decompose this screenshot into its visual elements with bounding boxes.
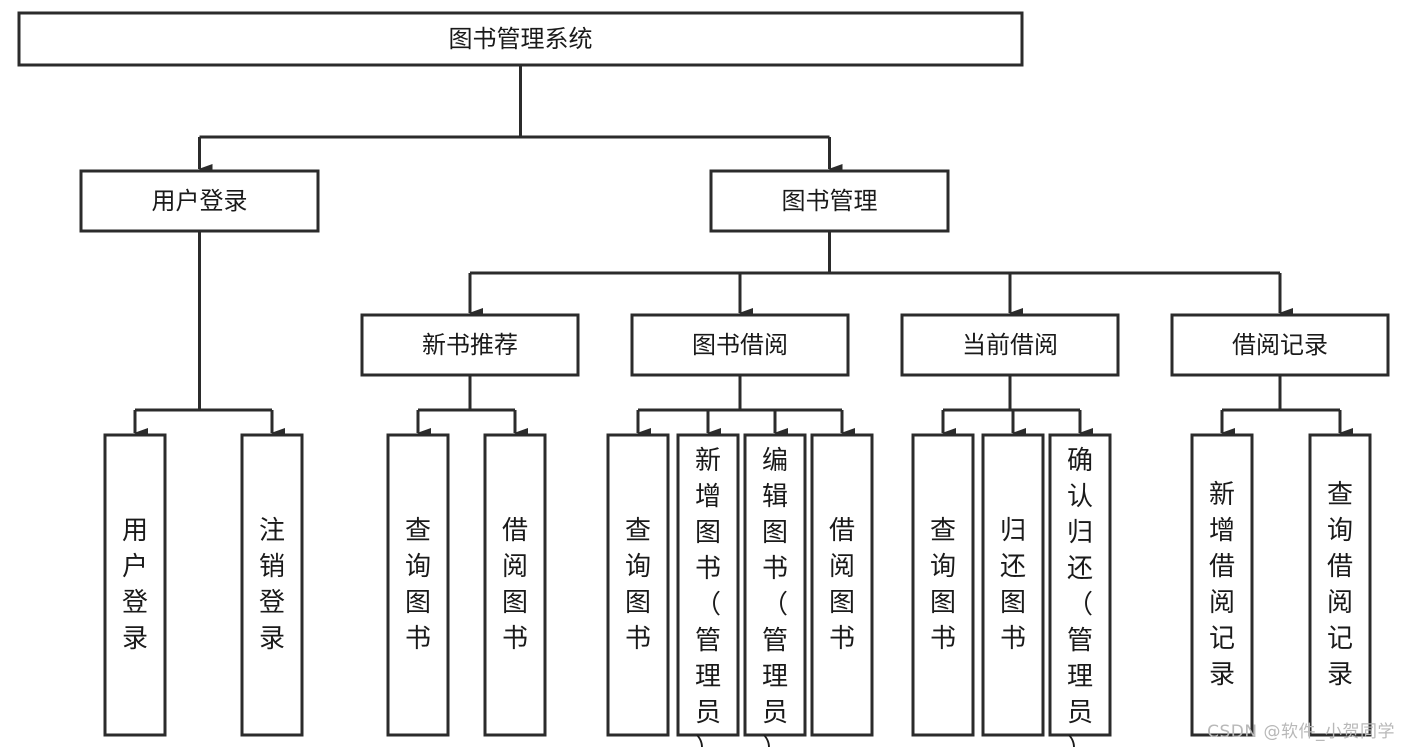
node-level2-0-label: 用户登录 — [152, 187, 248, 215]
leaf-node-3[interactable] — [483, 433, 547, 737]
leaf-node-10[interactable] — [1048, 433, 1112, 737]
node-level3-1[interactable] — [630, 313, 850, 377]
node-level3-3[interactable] — [1170, 313, 1390, 377]
node-level3-0[interactable] — [360, 313, 580, 377]
node-root[interactable] — [17, 11, 1024, 67]
leaf-node-10-label: 确认归还（管理员） — [1067, 446, 1093, 747]
node-level3-2[interactable] — [900, 313, 1120, 377]
leaf-node-2[interactable] — [386, 433, 450, 737]
leaf-node-11-label: 新增借阅记录 — [1209, 480, 1235, 690]
node-level3-2-label: 当前借阅 — [962, 331, 1058, 359]
leaf-node-3-label: 借阅图书 — [502, 516, 528, 654]
node-level2-1-label: 图书管理 — [782, 187, 878, 215]
leaf-node-0[interactable] — [103, 433, 167, 737]
leaf-node-6-label: 编辑图书（管理员） — [762, 446, 788, 747]
leaf-node-9[interactable] — [981, 433, 1045, 737]
node-boxes — [17, 11, 1390, 737]
node-labels: 图书管理系统用户登录图书管理新书推荐图书借阅当前借阅借阅记录用户登录注销登录查询… — [122, 25, 1353, 747]
leaf-node-6[interactable] — [743, 433, 807, 737]
leaf-node-8-label: 查询图书 — [930, 516, 956, 654]
leaf-node-11[interactable] — [1190, 433, 1254, 737]
leaf-node-1[interactable] — [240, 433, 304, 737]
leaf-node-5-label: 新增图书（管理员） — [695, 446, 721, 747]
leaf-node-4[interactable] — [606, 433, 670, 737]
leaf-node-8[interactable] — [911, 433, 975, 737]
leaf-node-2-label: 查询图书 — [405, 516, 431, 654]
node-level2-0[interactable] — [79, 169, 320, 233]
leaf-node-12-label: 查询借阅记录 — [1327, 480, 1353, 690]
connector-lines — [133, 65, 1353, 438]
node-level3-1-label: 图书借阅 — [692, 331, 788, 359]
leaf-node-1-label: 注销登录 — [259, 516, 285, 654]
node-level3-0-label: 新书推荐 — [422, 331, 518, 359]
leaf-node-5[interactable] — [676, 433, 740, 737]
node-level2-1[interactable] — [709, 169, 950, 233]
leaf-node-7-label: 借阅图书 — [829, 516, 855, 654]
leaf-node-0-label: 用户登录 — [122, 516, 148, 654]
csdn-watermark: CSDN @软件_小贺同学 — [1207, 722, 1395, 742]
leaf-node-12[interactable] — [1308, 433, 1372, 737]
leaf-node-4-label: 查询图书 — [625, 516, 651, 654]
leaf-node-7[interactable] — [810, 433, 874, 737]
node-root-label: 图书管理系统 — [449, 25, 593, 53]
node-level3-3-label: 借阅记录 — [1232, 331, 1328, 359]
leaf-node-9-label: 归还图书 — [1000, 516, 1026, 654]
